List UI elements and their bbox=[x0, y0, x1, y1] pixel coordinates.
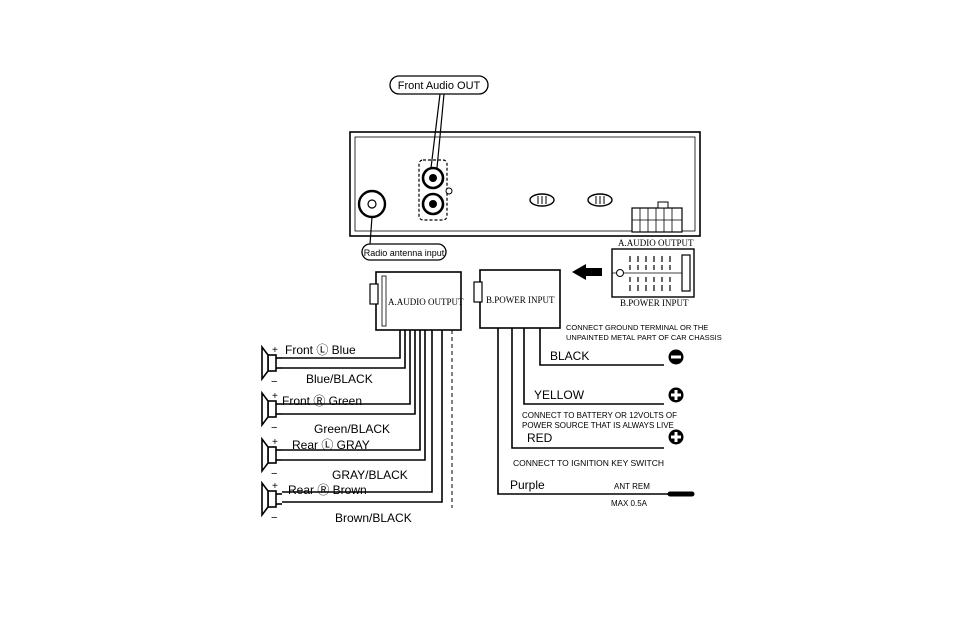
audio-output-connector: A.AUDIO OUTPUT bbox=[369, 271, 464, 331]
black-wire-label: BLACK bbox=[550, 349, 589, 363]
ground-note-line-2: UNPAINTED METAL PART OF CAR CHASSIS bbox=[566, 333, 722, 342]
minus-sign: − bbox=[271, 468, 277, 480]
speakers: +−+−+−+− bbox=[261, 344, 282, 524]
iso-socket bbox=[631, 201, 683, 233]
minus-sign: − bbox=[271, 512, 277, 524]
minus-circle-icon bbox=[668, 349, 684, 365]
speaker-wires bbox=[282, 330, 453, 508]
plus-sign: + bbox=[272, 391, 278, 402]
pinout-bottom-label: B.POWER INPUT bbox=[620, 298, 689, 308]
screw-mount-right bbox=[587, 193, 613, 207]
red-wire-label: RED bbox=[527, 431, 553, 445]
front-audio-out-callout: Front Audio OUT bbox=[389, 75, 489, 169]
speaker-front-right-minus-label: Green/BLACK bbox=[314, 422, 390, 436]
speaker-front-left-plus-label: Front Ⓛ Blue bbox=[285, 343, 356, 357]
speaker-rear-right-minus-label: Brown/BLACK bbox=[335, 511, 412, 525]
speaker-rear-left-plus-label: Rear Ⓛ GRAY bbox=[292, 438, 370, 452]
power-input-label: B.POWER INPUT bbox=[486, 295, 555, 305]
plus-sign: + bbox=[272, 437, 278, 448]
rca-jacks bbox=[418, 159, 453, 221]
speaker-rear-left-minus-label: GRAY/BLACK bbox=[332, 468, 408, 482]
connector-pinout: A.AUDIO OUTPUT B.POWER INPUT bbox=[572, 238, 695, 308]
ground-note-line-1: CONNECT GROUND TERMINAL OR THE bbox=[566, 323, 708, 332]
radio-antenna-input-label: Radio antenna input bbox=[364, 248, 445, 258]
minus-sign: − bbox=[271, 422, 277, 434]
purple-wire-label: Purple bbox=[510, 478, 545, 492]
power-wires bbox=[497, 328, 695, 497]
battery-note-line-1: CONNECT TO BATTERY OR 12VOLTS OF bbox=[522, 411, 677, 420]
yellow-wire-label: YELLOW bbox=[534, 388, 585, 402]
plus-sign: + bbox=[272, 481, 278, 492]
speaker-front-left-minus-label: Blue/BLACK bbox=[306, 372, 373, 386]
plus-circle-icon bbox=[668, 429, 684, 445]
speaker-rear-right-icon: +− bbox=[261, 480, 282, 524]
head-unit-rear-panel bbox=[349, 131, 701, 237]
speaker-front-left-icon: +− bbox=[261, 344, 282, 388]
front-audio-out-label: Front Audio OUT bbox=[398, 80, 481, 92]
battery-note-line-2: POWER SOURCE THAT IS ALWAYS LIVE bbox=[522, 421, 674, 430]
radio-antenna-callout: Radio antenna input bbox=[361, 216, 447, 261]
speaker-rear-left-icon: +− bbox=[261, 436, 282, 480]
screw-mount-left bbox=[529, 193, 555, 207]
pinout-top-label: A.AUDIO OUTPUT bbox=[618, 238, 694, 248]
audio-output-label: A.AUDIO OUTPUT bbox=[388, 297, 464, 307]
plus-circle-icon bbox=[668, 387, 684, 403]
max-current-label: MAX 0.5A bbox=[611, 499, 648, 508]
arrow-left-icon bbox=[572, 264, 602, 280]
plus-sign: + bbox=[272, 345, 278, 356]
speaker-front-right-plus-label: Front Ⓡ Green bbox=[282, 394, 362, 408]
speaker-rear-right-plus-label: Rear Ⓡ Brown bbox=[288, 483, 367, 497]
ant-rem-label: ANT REM bbox=[614, 482, 650, 491]
power-input-connector: B.POWER INPUT bbox=[473, 269, 561, 329]
speaker-front-right-icon: +− bbox=[261, 390, 282, 434]
ignition-note: CONNECT TO IGNITION KEY SWITCH bbox=[513, 458, 664, 468]
minus-sign: − bbox=[271, 376, 277, 388]
